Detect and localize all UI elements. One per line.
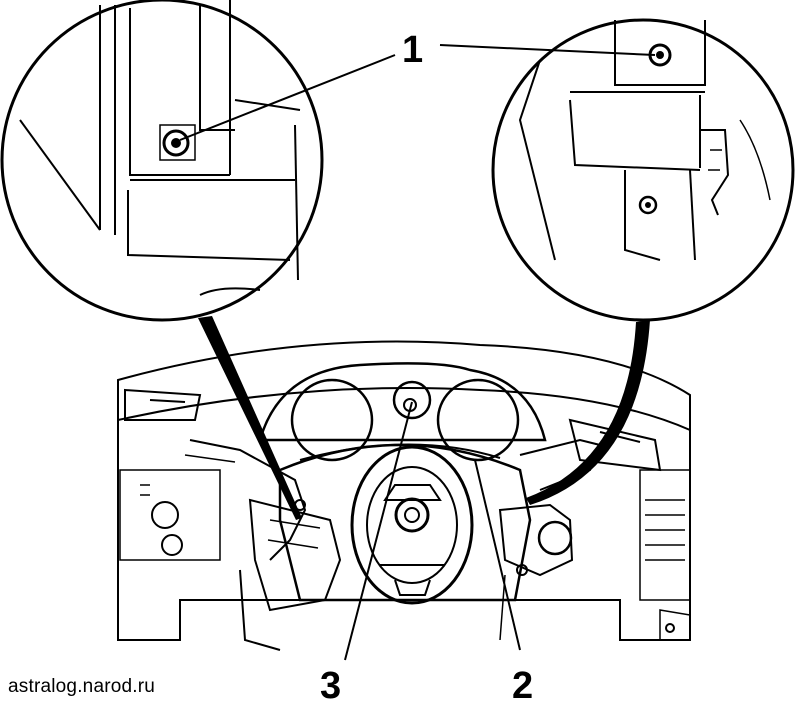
right-detail-pointer [526, 320, 650, 505]
left-detail-pointer [198, 316, 302, 520]
watermark-text: astralog.narod.ru [8, 676, 156, 697]
callout-1-leader-right [439, 44, 656, 56]
left-detail-circle [0, 0, 324, 322]
callout-2-label: 2 [512, 665, 533, 705]
callout-3-leader [344, 401, 413, 661]
right-detail-circle [491, 18, 795, 322]
left-column-switch [184, 439, 342, 651]
callout-1-leader-left [179, 54, 396, 141]
callout-1-label: 1 [402, 29, 423, 71]
callout-3-label: 3 [320, 665, 341, 705]
steering-wheel [278, 443, 532, 605]
callout-leaders [179, 44, 656, 661]
callout-2-leader [474, 459, 521, 651]
